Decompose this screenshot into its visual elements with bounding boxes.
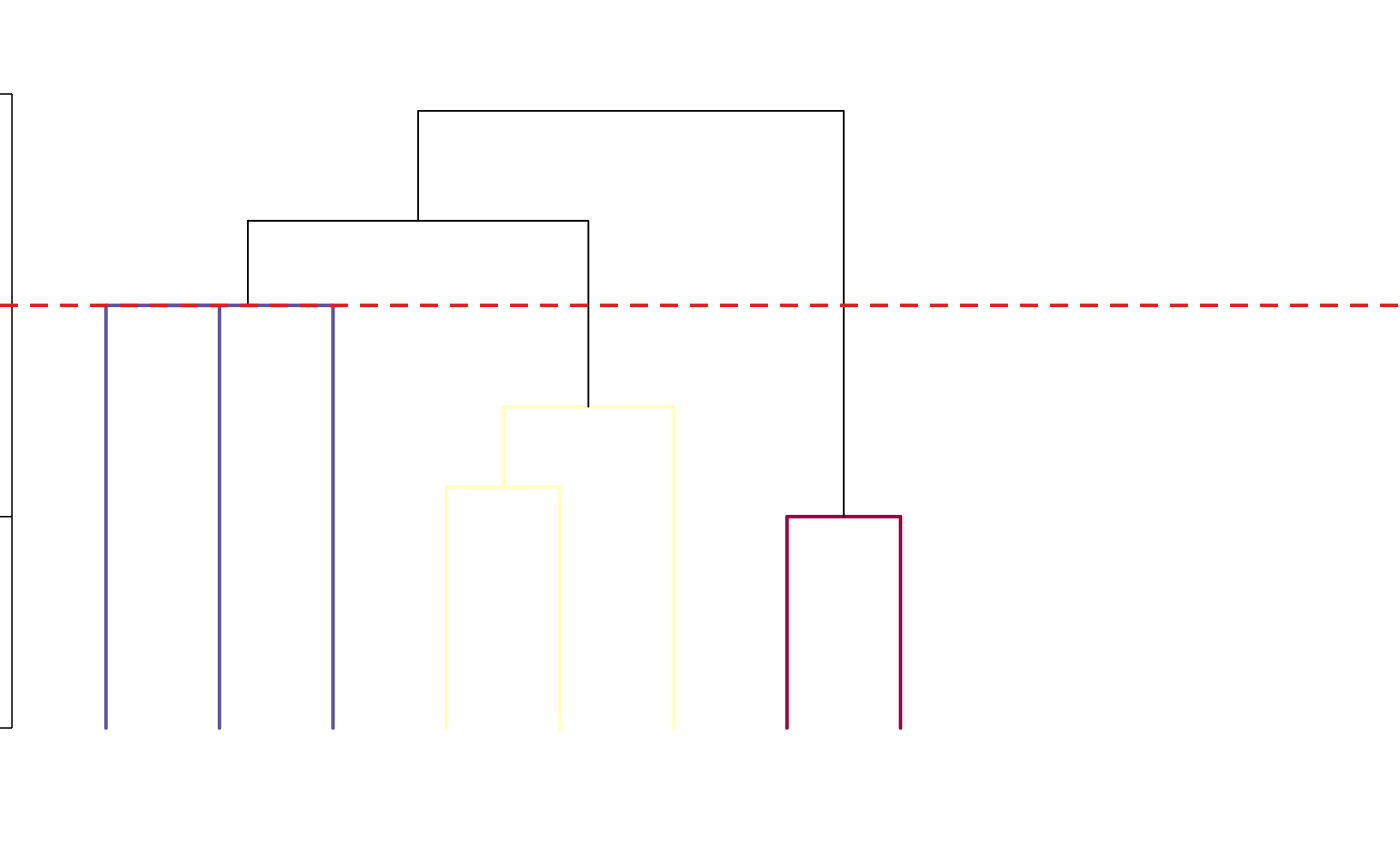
dendrogram-merge [246,219,590,408]
dendrogram-merge [501,405,676,730]
dendrogram-branches [104,110,903,730]
y-axis: 0.00.51.01.5 [0,76,13,746]
dendrogram-merge [161,303,335,730]
y-tick-label: 1.5 [0,76,2,112]
dendrogram-merge [785,514,903,730]
y-tick-label: 0.0 [0,710,2,746]
dendrogram-merge [444,485,562,730]
y-tick-label: 0.5 [0,499,2,535]
dendrogram-merge [104,303,222,730]
dendrogram-merge [417,110,845,518]
